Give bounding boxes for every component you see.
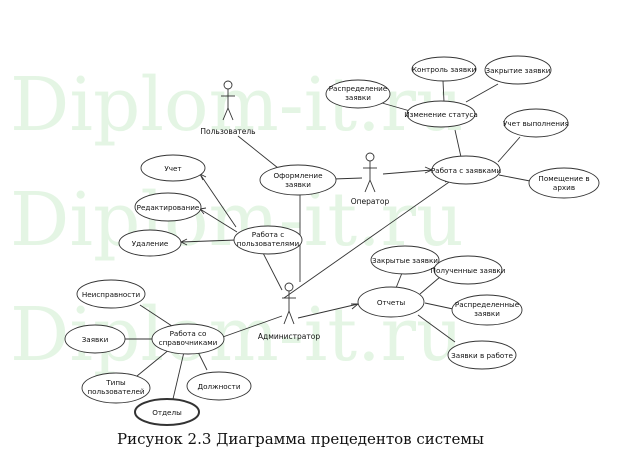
edge-rabota-polz-redakt	[199, 208, 238, 233]
edge-rabota-polz-uchet	[199, 173, 237, 228]
caption-text: Рисунок 2.3 Диаграмма прецедентов систем…	[117, 430, 484, 448]
use-case-diagram: Diplom-it.ru Diplom-it.ru Diplom-it.ru	[10, 55, 600, 426]
edge-admin-spravochniki	[219, 315, 283, 339]
usecase-label: Работа со	[170, 329, 207, 338]
actor-polzovatel: Пользователь	[200, 80, 256, 136]
usecase-neispravnosti: Неисправности	[76, 279, 146, 309]
usecase-label: Изменение статуса	[404, 110, 478, 119]
edge-admin-rabota	[283, 179, 453, 299]
usecase-rabota-so-spravochnikami: Работа со справочниками	[151, 323, 225, 355]
usecase-raspredelenie-zayavki: Распределение заявки	[325, 79, 391, 109]
usecase-uchet: Учет	[140, 154, 206, 182]
edge-user-oformlenie	[237, 135, 279, 169]
usecase-dolzhnosti: Должности	[186, 371, 252, 401]
actor-label: Пользователь	[200, 127, 255, 136]
usecase-label: Заявки	[82, 335, 109, 344]
usecase-pomeshchenie-v-arhiv: Помещение в архив	[528, 167, 600, 199]
usecase-zayavki: Заявки	[64, 324, 126, 354]
usecase-label: Полученные заявки	[431, 266, 506, 275]
edge-sprav-dolzhnosti	[197, 351, 208, 371]
edge-admin-otchety	[297, 303, 359, 319]
usecase-oformlenie-zayavki: Оформление заявки	[259, 164, 337, 196]
edge-otchety-zakrytye	[395, 272, 403, 289]
usecase-label: справочниками	[159, 338, 218, 347]
edge-otchety-poluchennye	[419, 276, 441, 295]
usecase-label: Работа с	[252, 230, 284, 239]
usecase-label: заявки	[345, 93, 371, 102]
usecase-label: Распределение	[329, 84, 388, 93]
usecase-uchet-vypolneniya: Учет выполнения	[503, 108, 569, 138]
edge-sprav-neispravnosti	[139, 304, 176, 329]
usecase-izmenenie-statusa: Изменение статуса	[404, 100, 478, 128]
figure-caption: Рисунок 2.3 Диаграмма прецедентов систем…	[0, 430, 641, 448]
usecase-label: Типы	[105, 378, 126, 387]
usecase-label: Неисправности	[82, 290, 141, 299]
usecase-rabota-s-zayavkami: Работа с заявками	[431, 155, 502, 185]
usecase-rabota-s-polzovatelyami: Работа с пользователями	[233, 225, 303, 255]
usecase-zakrytie-zayavki: Закрытие заявки	[484, 55, 552, 85]
usecase-label: пользователей	[87, 387, 144, 396]
usecase-otdely: Отделы	[134, 398, 200, 426]
usecase-label: Учет выполнения	[503, 119, 569, 128]
watermark: Diplom-it.ru Diplom-it.ru Diplom-it.ru	[10, 62, 464, 378]
usecase-otchety: Отчеты	[357, 286, 425, 318]
usecase-redaktirovanie: Редактирование	[134, 192, 202, 222]
usecase-zakrytye-zayavki: Закрытые заявки	[370, 245, 440, 275]
usecase-label: пользователями	[237, 239, 300, 248]
actor-label: Оператор	[351, 197, 390, 206]
usecase-label: Помещение в	[538, 174, 589, 183]
edge-rabota-arhiv	[498, 174, 531, 182]
edge-sprav-otdely	[172, 351, 185, 400]
usecase-label: Распределенные	[455, 300, 520, 309]
usecase-label: Должности	[198, 382, 241, 391]
usecase-tipy-polzovateley: Типы пользователей	[81, 372, 151, 404]
usecase-label: Оформление	[274, 171, 324, 180]
usecase-label: Учет	[164, 164, 181, 173]
edge-admin-rabota-polz	[261, 250, 283, 291]
actor-operator: Оператор	[351, 152, 390, 206]
actor-administrator: Администратор	[258, 282, 320, 341]
edge-operator-oformlenie	[332, 177, 363, 180]
edge-operator-rabota	[382, 169, 433, 175]
edge-rabota-izmenenie	[454, 129, 462, 158]
usecases: Оформление заявки Работа с заявками Изме…	[64, 55, 600, 426]
edge-izmenenie-zakrytie	[465, 83, 499, 103]
usecase-raspredelennye-zayavki: Распределенные заявки	[451, 294, 523, 326]
edge-izmenenie-raspredelenie	[381, 102, 411, 112]
usecase-label: Контроль заявки	[412, 65, 477, 74]
usecase-label: Отделы	[152, 408, 182, 417]
usecase-udalenie: Удаление	[118, 229, 182, 257]
edge-rabota-polz-udalenie	[180, 239, 237, 243]
usecase-label: Редактирование	[137, 203, 200, 212]
usecase-label: Удаление	[132, 239, 169, 248]
usecase-kontrol-zayavki: Контроль заявки	[411, 56, 477, 82]
usecase-label: заявки	[285, 180, 311, 189]
usecase-label: Закрытие заявки	[486, 66, 551, 75]
usecase-label: Заявки в работе	[451, 351, 513, 360]
edge-sprav-tipy	[136, 348, 171, 377]
actor-label: Администратор	[258, 332, 320, 341]
usecase-label: Работа с заявками	[431, 166, 502, 175]
actor-head	[284, 282, 294, 292]
usecase-poluchennye-zayavki: Полученные заявки	[431, 255, 506, 285]
usecase-label: Отчеты	[377, 298, 406, 307]
edge-rabota-uchet-vypolneniya	[497, 136, 521, 163]
edge-otchety-v-rabote	[417, 314, 456, 343]
usecase-label: Закрытые заявки	[372, 256, 438, 265]
usecase-label: архив	[553, 183, 575, 192]
edge-otchety-raspredelennye	[424, 302, 454, 310]
usecase-zayavki-v-rabote: Заявки в работе	[447, 340, 517, 370]
usecase-label: заявки	[474, 309, 500, 318]
associations	[124, 80, 531, 400]
actor-head	[365, 152, 375, 162]
edge-izmenenie-kontrol	[442, 80, 445, 103]
